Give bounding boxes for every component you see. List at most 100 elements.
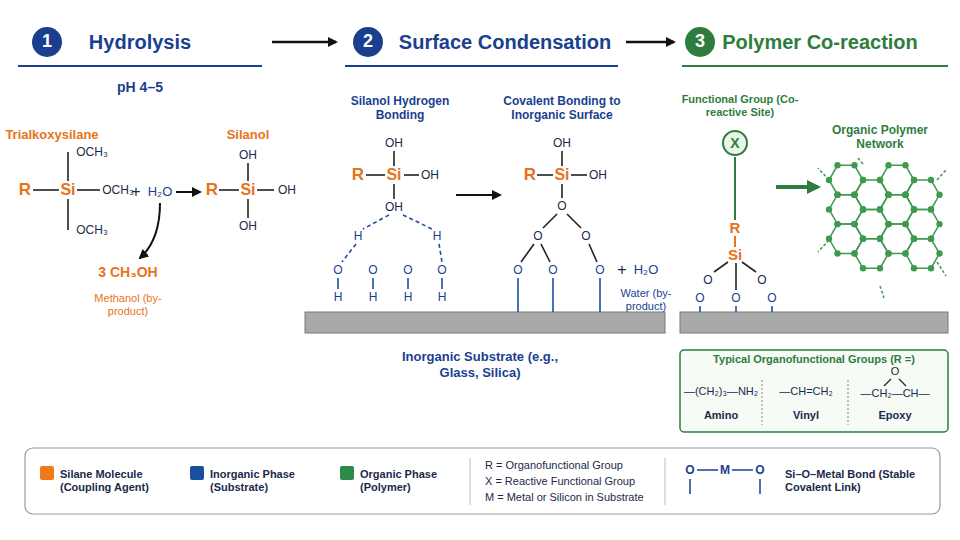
atom-label: Si [240, 180, 255, 199]
header-underlines [18, 66, 948, 67]
drawing-stroke [899, 379, 906, 386]
drawing-stroke [680, 350, 948, 432]
network-stroke [885, 192, 891, 198]
organofunctional-box [680, 350, 948, 432]
network-stroke [936, 192, 942, 198]
substrate-bars [305, 312, 948, 333]
step-number: 1 [42, 31, 52, 53]
step-number: 3 [695, 31, 705, 53]
network-stroke [902, 192, 908, 198]
atom-label: OCH₃ [76, 223, 108, 237]
atom-label: O [731, 291, 740, 305]
drawing-stroke [561, 151, 563, 166]
atom-label: Si [554, 165, 569, 184]
drawing-stroke [689, 479, 691, 494]
atom-label: + [131, 182, 140, 201]
network-stroke [834, 221, 840, 227]
drawing-stroke [393, 151, 395, 166]
drawing-stroke [366, 174, 385, 176]
network-stroke [877, 206, 883, 212]
drawing-stroke [735, 306, 737, 312]
text-label: 3 CH₃OH [98, 264, 157, 281]
network-stroke [858, 158, 863, 164]
network-stroke [906, 180, 940, 209]
text-label: pH 4–5 [117, 79, 163, 96]
atom-label: O [513, 263, 522, 277]
legend-box [25, 448, 940, 514]
network-stroke [860, 206, 866, 212]
network-stroke [936, 221, 942, 227]
drawing-stroke [441, 278, 443, 289]
network-stroke [906, 209, 940, 238]
drawing-stroke [247, 199, 249, 218]
drawing-stroke [699, 306, 701, 312]
network-stroke [902, 221, 908, 227]
text-label: Water (by-product) [606, 287, 686, 313]
text-label: Covalent Bonding to Inorganic Surface [487, 94, 637, 123]
network-stroke [877, 236, 883, 242]
drawing-stroke [176, 191, 200, 193]
drawing-stroke [363, 215, 389, 229]
atom-label: Si [386, 165, 401, 184]
drawing-stroke [342, 215, 442, 262]
group-box: Typical Organofunctional Groups (R =)—(C… [680, 350, 948, 432]
drawing-stroke [404, 174, 419, 176]
network-stroke [860, 206, 866, 212]
atom-label: O [368, 263, 377, 277]
network-stroke [911, 206, 917, 212]
legend-text: Si–O–Metal Bond (Stable Covalent Link) [785, 468, 930, 494]
text-label: Inorganic Substrate (e.g., Glass, Silica… [385, 349, 575, 380]
atom-label: O [437, 263, 446, 277]
step-circle: X [722, 130, 748, 156]
drawing-stroke [589, 244, 597, 262]
atom-label: OH [239, 219, 257, 233]
network-stroke [937, 170, 946, 180]
drawing-stroke [338, 278, 442, 289]
drawing-stroke [884, 379, 891, 386]
hydrolysis-bonds [33, 152, 274, 258]
network-stroke [834, 221, 840, 227]
drawing-stroke [732, 469, 753, 471]
network-stroke [851, 250, 857, 256]
atom-label: OH [385, 136, 403, 150]
atom-label: H [334, 290, 343, 304]
atom-label: O [333, 263, 342, 277]
atom-label: H [404, 290, 413, 304]
step-number: 2 [363, 31, 373, 53]
coreaction-bonds [700, 157, 818, 312]
polymer-network [818, 158, 946, 298]
box-heading: Typical Organofunctional Groups (R =) [713, 353, 915, 366]
text-label: Silanol Hydrogen Bonding [335, 94, 465, 123]
network-stroke [911, 236, 917, 242]
network-stroke [851, 221, 857, 227]
network-stroke [851, 162, 857, 168]
network-stroke [851, 221, 857, 227]
drawing-stroke [18, 65, 262, 67]
atom-label: H₂O [148, 184, 173, 200]
atom-label: OCH₃ [102, 183, 134, 197]
network-stroke [860, 265, 866, 271]
atom-label: O [581, 229, 590, 243]
step-circle: 1 [32, 27, 62, 57]
group-formula: O [891, 365, 900, 378]
network-stroke [826, 177, 832, 183]
legend-text: Inorganic Phase (Substrate) [210, 468, 325, 494]
drawing-stroke [537, 174, 553, 176]
network-stroke [851, 221, 857, 227]
atom-label: OH [239, 148, 257, 162]
atom-label: Si [728, 246, 742, 264]
drawing-stroke [456, 194, 500, 196]
network-stroke [860, 236, 866, 242]
group-formula: Vinyl [793, 409, 819, 422]
drawing-stroke [77, 189, 100, 191]
atom-label: O [685, 463, 694, 477]
atom-label: OCH₃ [76, 145, 108, 159]
drawing-stroke [714, 262, 728, 272]
legend-swatch [190, 466, 204, 480]
atom-label: H₂O [634, 262, 659, 278]
network-stroke [902, 221, 908, 227]
drawing-stroke [552, 278, 554, 312]
network-stroke [834, 250, 840, 256]
drawing-stroke [735, 263, 737, 290]
network-stroke [885, 250, 891, 256]
